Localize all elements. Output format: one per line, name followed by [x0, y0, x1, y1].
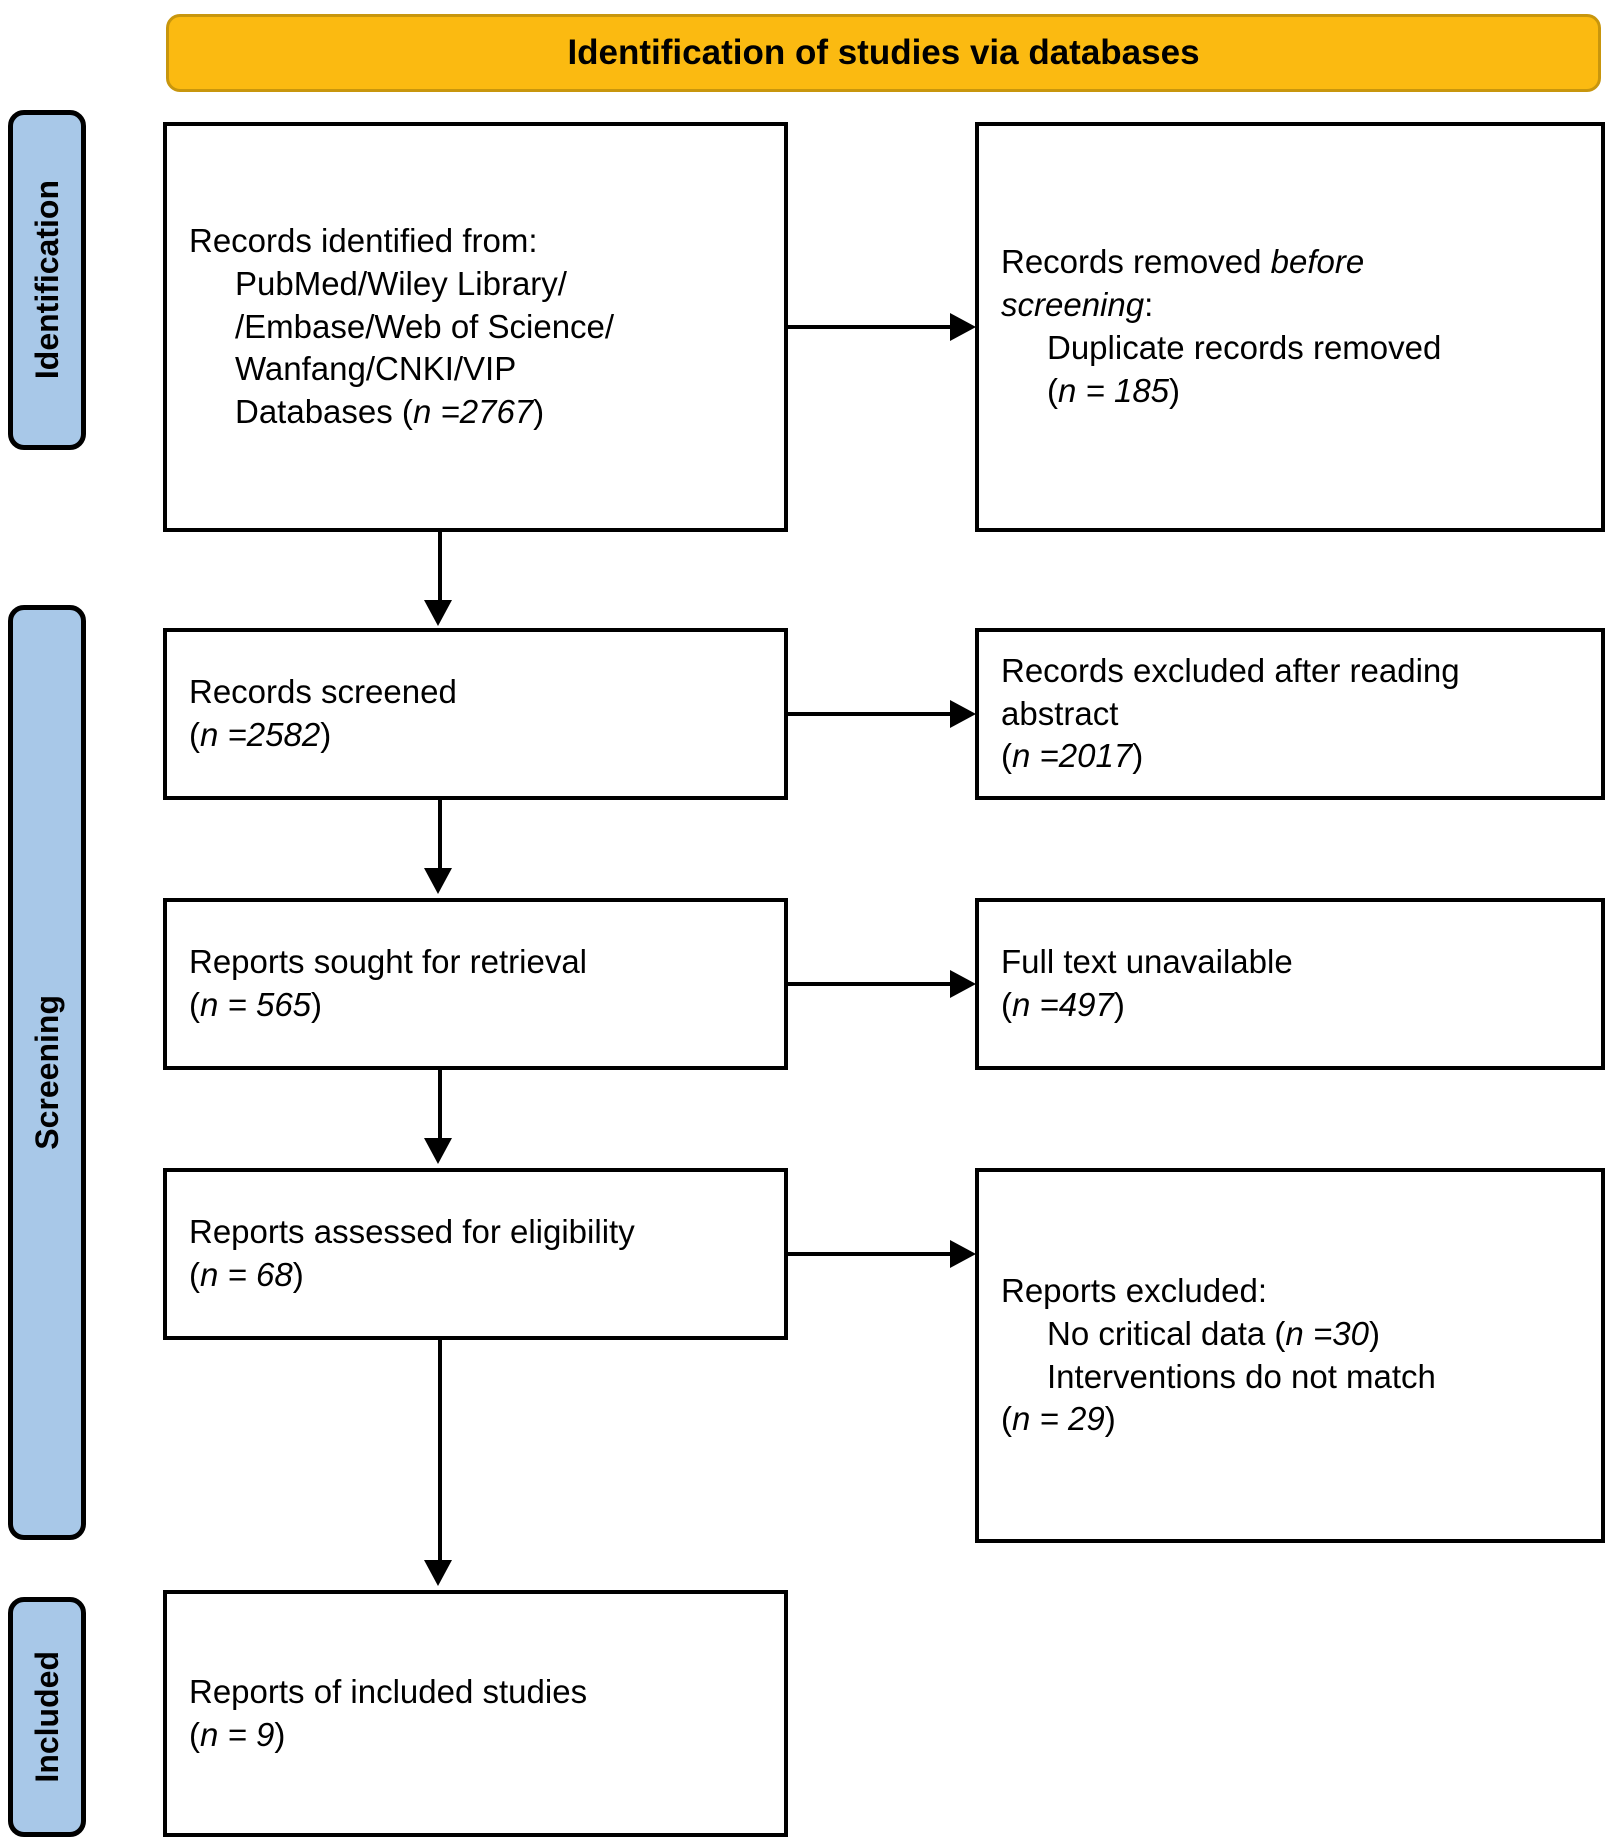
box-records-removed: Records removed before screening: Duplic… — [975, 122, 1605, 532]
phase-identification: Identification — [8, 110, 86, 450]
phase-included-label: Included — [29, 1651, 65, 1783]
records-removed-heading-text: Records removed — [1001, 243, 1271, 281]
reports-assessed-title: Reports assessed for eligibility — [189, 1213, 635, 1251]
reports-excluded-reason-1-n-label: n — [1285, 1314, 1304, 1352]
records-excluded-title-line-1: Records excluded after reading — [1001, 651, 1460, 689]
box-reports-sought: Reports sought for retrieval (n = 565) — [163, 898, 788, 1070]
arrowhead-sought-to-unavailable-icon — [950, 970, 976, 998]
reports-assessed-n-value: = 68 — [218, 1256, 293, 1293]
records-identified-line-4: Wanfang/CNKI/VIP — [235, 350, 517, 388]
records-removed-detail: Duplicate records removed — [1047, 329, 1442, 366]
records-identified-n-value: =2767 — [431, 393, 534, 431]
box-records-identified: Records identified from: PubMed/Wiley Li… — [163, 122, 788, 532]
reports-assessed-count: (n = 68) — [189, 1256, 304, 1293]
reports-sought-n-value: = 565 — [218, 986, 312, 1023]
records-screened-count: (n =2582) — [189, 716, 332, 753]
records-removed-n-label: n — [1058, 371, 1077, 409]
records-identified-line-3: /Embase/Web of Science/ — [235, 307, 615, 345]
phase-screening: Screening — [8, 605, 86, 1540]
full-text-unavailable-count: (n =497) — [1001, 986, 1125, 1023]
records-removed-count: (n = 185) — [1047, 371, 1181, 409]
arrowhead-assessed-to-excluded-icon — [950, 1240, 976, 1268]
box-reports-excluded: Reports excluded: No critical data (n =3… — [975, 1168, 1605, 1543]
phase-identification-label: Identification — [29, 180, 65, 380]
box-records-excluded: Records excluded after reading abstract … — [975, 628, 1605, 800]
full-text-unavailable-n-value: =497 — [1030, 986, 1114, 1023]
reports-included-title: Reports of included studies — [189, 1672, 588, 1710]
records-screened-n-value: =2582 — [218, 716, 321, 753]
records-screened-title: Records screened — [189, 673, 457, 711]
reports-included-n-value: = 9 — [218, 1715, 275, 1753]
arrowhead-assessed-to-included-icon — [424, 1560, 452, 1586]
arrowhead-identified-to-screened-icon — [424, 600, 452, 626]
box-reports-assessed: Reports assessed for eligibility (n = 68… — [163, 1168, 788, 1340]
reports-excluded-heading: Reports excluded: — [1001, 1271, 1267, 1309]
connector-screened-to-sought — [438, 800, 442, 870]
reports-excluded-reason-2-n-value: = 29 — [1030, 1400, 1105, 1438]
records-identified-line-5: Databases (n =2767) — [189, 391, 762, 434]
full-text-unavailable-n-label: n — [1012, 986, 1031, 1023]
connector-identified-to-removed — [788, 325, 950, 329]
connector-sought-to-assessed — [438, 1070, 442, 1140]
records-removed-heading-before: before — [1270, 243, 1365, 281]
connector-sought-to-unavailable — [788, 982, 950, 986]
reports-included-count: (n = 9) — [189, 1715, 286, 1753]
records-identified-n-label: n — [412, 393, 432, 431]
phase-included: Included — [8, 1597, 86, 1837]
reports-sought-n-label: n — [200, 986, 219, 1023]
arrowhead-identified-to-removed-icon — [950, 313, 976, 341]
records-excluded-n-label: n — [1012, 737, 1031, 775]
reports-included-n-label: n — [200, 1715, 219, 1753]
records-identified-line-2: PubMed/Wiley Library/ — [235, 264, 567, 302]
records-identified-databases-label: Databases ( — [235, 393, 413, 431]
arrowhead-screened-to-excluded-icon — [950, 700, 976, 728]
reports-excluded-reason-1-n-value: =30 — [1303, 1314, 1369, 1352]
reports-excluded-reason-1: No critical data (n =30) — [1001, 1313, 1579, 1356]
records-removed-heading-colon: : — [1144, 286, 1154, 324]
records-removed-n-value: = 185 — [1076, 371, 1170, 409]
connector-identified-to-screened — [438, 532, 442, 602]
reports-excluded-reason-2-text: Interventions do not match — [1047, 1357, 1436, 1395]
reports-assessed-n-label: n — [200, 1256, 219, 1293]
records-screened-n-label: n — [200, 716, 219, 753]
arrowhead-screened-to-sought-icon — [424, 868, 452, 894]
connector-assessed-to-excluded — [788, 1252, 950, 1256]
records-identified-line-1: Records identified from: — [189, 221, 538, 259]
phase-screening-label: Screening — [29, 995, 65, 1150]
arrowhead-sought-to-assessed-icon — [424, 1138, 452, 1164]
connector-screened-to-excluded — [788, 712, 950, 716]
reports-excluded-reason-2-n-label: n — [1012, 1400, 1031, 1438]
records-removed-heading-line-2: screening: — [1001, 284, 1579, 327]
records-removed-heading-screening: screening — [1001, 286, 1145, 324]
records-removed-heading-line-1: Records removed before — [1001, 241, 1579, 284]
records-excluded-title-line-2: abstract — [1001, 694, 1119, 732]
reports-sought-title: Reports sought for retrieval — [189, 943, 588, 981]
full-text-unavailable-title: Full text unavailable — [1001, 943, 1293, 981]
connector-assessed-to-included — [438, 1340, 442, 1562]
records-excluded-n-value: =2017 — [1030, 737, 1133, 775]
reports-excluded-reason-1-text: No critical data ( — [1047, 1314, 1286, 1352]
box-full-text-unavailable: Full text unavailable (n =497) — [975, 898, 1605, 1070]
box-records-screened: Records screened (n =2582) — [163, 628, 788, 800]
reports-sought-count: (n = 565) — [189, 986, 323, 1023]
box-reports-included: Reports of included studies (n = 9) — [163, 1590, 788, 1837]
diagram-title: Identification of studies via databases — [567, 33, 1200, 72]
reports-excluded-reason-2-count: (n = 29) — [1001, 1400, 1116, 1438]
diagram-title-banner: Identification of studies via databases — [166, 14, 1601, 92]
records-identified-close-paren: ) — [533, 393, 545, 431]
records-excluded-count: (n =2017) — [1001, 737, 1144, 775]
reports-excluded-reason-1-close: ) — [1368, 1314, 1380, 1352]
